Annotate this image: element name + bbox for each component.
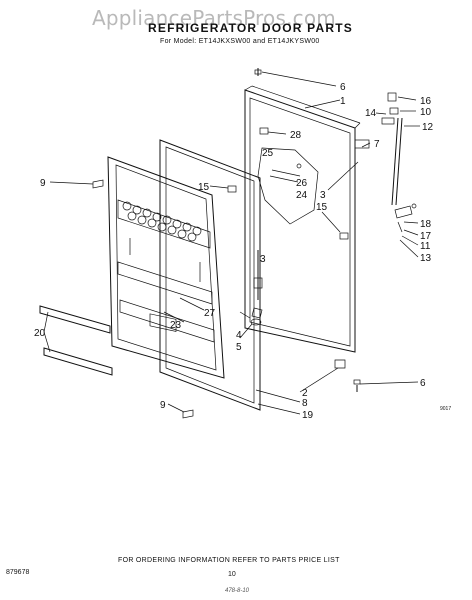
- callout-26: 26: [296, 178, 308, 189]
- hardware-items: [92, 68, 361, 419]
- callout-20: 20: [34, 328, 46, 339]
- callout-6-bottom: 6: [420, 378, 426, 389]
- callout-15-left: 15: [198, 182, 210, 193]
- diagram-title: REFRIGERATOR DOOR PARTS: [148, 21, 353, 35]
- callout-6-top: 6: [340, 82, 346, 93]
- handwritten-note: 478-8-10: [225, 588, 250, 594]
- callout-1: 1: [340, 96, 346, 107]
- figure-reference-code: 9017: [440, 406, 452, 412]
- leader-lines: [43, 71, 420, 415]
- door-shelf-bars: [39, 305, 113, 376]
- callout-7: 7: [374, 139, 380, 150]
- page-number: 10: [228, 571, 236, 578]
- hinge-parts: [354, 92, 417, 233]
- callout-13: 13: [420, 253, 432, 264]
- callout-19: 19: [302, 410, 314, 421]
- callout-3-top: 3: [320, 190, 326, 201]
- callout-15-right: 15: [316, 202, 328, 213]
- callout-28: 28: [290, 130, 302, 141]
- document-number: 879678: [6, 569, 30, 576]
- callout-labels: 6 1 14 16 10 12 28 7 25 26 24 3 15 15 18…: [34, 82, 434, 421]
- egg-cups: [122, 201, 202, 242]
- callout-10: 10: [420, 107, 432, 118]
- callout-2: 2: [302, 388, 308, 399]
- callout-5: 5: [236, 342, 242, 353]
- callout-14: 14: [365, 108, 377, 119]
- callout-27: 27: [204, 308, 216, 319]
- callout-11: 11: [420, 241, 431, 252]
- callout-24: 24: [296, 190, 308, 201]
- model-subtitle: For Model: ET14JKXSW00 and ET14JKYSW00: [160, 38, 320, 45]
- callout-16: 16: [420, 96, 432, 107]
- door-gasket: [159, 139, 261, 411]
- outer-door-panel: [244, 85, 361, 353]
- callout-23: 23: [170, 320, 182, 331]
- callout-3-mid: 3: [260, 254, 266, 265]
- handle-bracket-group: [257, 147, 319, 225]
- watermark: AppliancePartsPros.com: [92, 6, 336, 30]
- callout-18: 18: [420, 219, 432, 230]
- inner-door-liner: [107, 156, 225, 379]
- callout-9-bottom: 9: [160, 400, 166, 411]
- ordering-info-footer: FOR ORDERING INFORMATION REFER TO PARTS …: [118, 557, 340, 564]
- callout-25: 25: [262, 148, 274, 159]
- callout-8: 8: [302, 398, 308, 409]
- callout-17: 17: [420, 231, 432, 242]
- callout-9-left: 9: [40, 178, 46, 189]
- callout-4: 4: [236, 330, 242, 341]
- callout-12: 12: [422, 122, 434, 133]
